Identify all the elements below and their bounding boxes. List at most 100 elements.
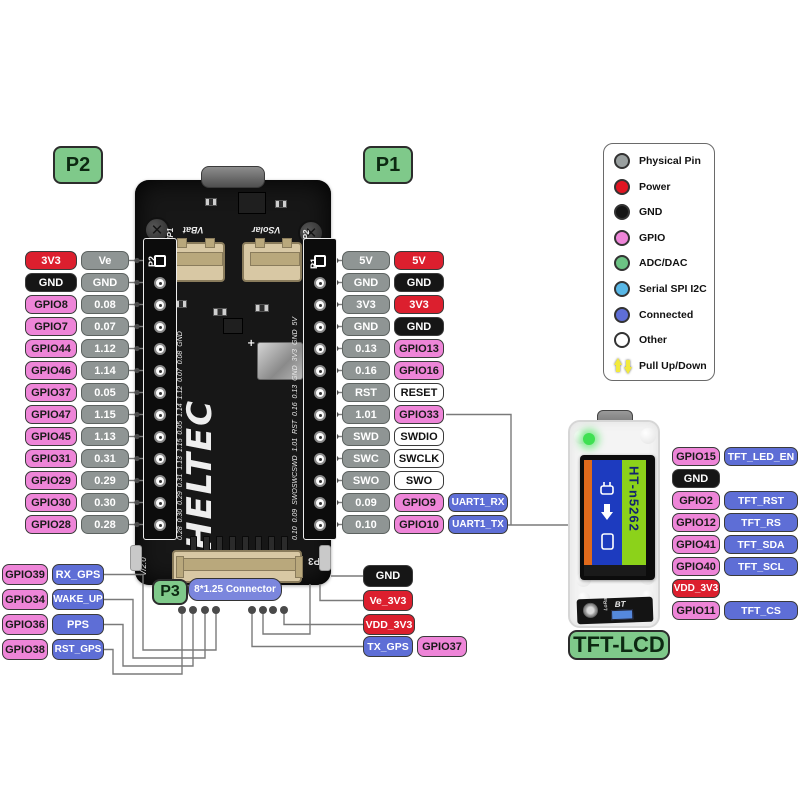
gnd-swatch bbox=[614, 204, 630, 221]
physical-pin-label: 1.14 bbox=[81, 361, 129, 380]
function-label: UART1_RX bbox=[448, 493, 508, 512]
gpio-label: GPIO40 bbox=[672, 557, 720, 576]
signal-label: RESET bbox=[394, 383, 444, 402]
screen-blue-area bbox=[592, 460, 622, 565]
signal-label: GPIO9 bbox=[394, 493, 444, 512]
signal-label: SWO bbox=[394, 471, 444, 490]
physical-pin-label: 3V3 bbox=[342, 295, 390, 314]
signal-label: GND bbox=[394, 273, 444, 292]
function-label: TFT_LED_EN bbox=[724, 447, 798, 466]
physical-pin-label: 1.13 bbox=[81, 427, 129, 446]
gnd-label: GND bbox=[363, 565, 413, 587]
function-label: TFT_CS bbox=[724, 601, 798, 620]
vdd-3v3-label: VDD_3V3 bbox=[363, 614, 415, 635]
signal-label: GPIO13 bbox=[394, 339, 444, 358]
gpio-label: GPIO2 bbox=[672, 491, 720, 510]
badge-p1: P1 bbox=[363, 146, 413, 184]
rf-shield bbox=[257, 342, 303, 380]
tx-gps-label: TX_GPS bbox=[363, 636, 413, 657]
signal-label: GND bbox=[25, 273, 77, 292]
other-swatch bbox=[614, 332, 630, 349]
edge-tab bbox=[130, 545, 142, 571]
vdd-label: VDD_3V3 bbox=[672, 579, 720, 598]
function-label: TFT_RS bbox=[724, 513, 798, 532]
legend-label: Connected bbox=[639, 308, 694, 321]
physical-pin-label: 0.16 bbox=[342, 361, 390, 380]
signal-label: GPIO29 bbox=[25, 471, 77, 490]
gnd-label: GND bbox=[672, 469, 720, 488]
gpio-label: GPIO41 bbox=[672, 535, 720, 554]
physical-pin-label: GND bbox=[342, 317, 390, 336]
serial-swatch bbox=[614, 280, 630, 297]
physical-pin-label: GND bbox=[81, 273, 129, 292]
adc-dac-swatch bbox=[614, 255, 630, 272]
physical-pin-label: GND bbox=[342, 273, 390, 292]
signal-label: GPIO16 bbox=[394, 361, 444, 380]
gpio-label: GPIO39 bbox=[2, 564, 48, 585]
gpio-label: GPIO34 bbox=[2, 589, 48, 610]
screen-icons bbox=[600, 482, 614, 550]
p3-connector bbox=[172, 550, 303, 583]
physical-pin-label: 5V bbox=[342, 251, 390, 270]
legend-item: GPIO bbox=[614, 229, 714, 246]
function-label: TFT_RST bbox=[724, 491, 798, 510]
function-label: UART1_TX bbox=[448, 515, 508, 534]
screen-green-bar: HT-n5262 bbox=[622, 460, 646, 565]
physical-pin-label: 0.13 bbox=[342, 339, 390, 358]
signal-label: GPIO46 bbox=[25, 361, 77, 380]
gpio-swatch bbox=[614, 229, 630, 246]
ve-3v3-label: Ve_3V3 bbox=[363, 590, 413, 611]
badge-p3: P3 bbox=[152, 579, 188, 605]
legend: Physical Pin Power GND GPIO ADC/DAC Seri… bbox=[603, 143, 715, 381]
signal-label: GPIO45 bbox=[25, 427, 77, 446]
pin-row: GND bbox=[672, 469, 798, 488]
physical-pin-label: SWC bbox=[342, 449, 390, 468]
signal-label: GPIO47 bbox=[25, 405, 77, 424]
signal-label: GPIO28 bbox=[25, 515, 77, 534]
physical-pin-label: 0.28 bbox=[81, 515, 129, 534]
physical-pin-label: 0.05 bbox=[81, 383, 129, 402]
screen-orange-stripe bbox=[584, 460, 592, 565]
signal-label: GPIO10 bbox=[394, 515, 444, 534]
screen-title: HT-n5262 bbox=[626, 466, 642, 532]
usb-c-port bbox=[201, 166, 265, 188]
power-swatch bbox=[614, 178, 630, 195]
signal-label: GPIO37 bbox=[25, 383, 77, 402]
legend-item: Other bbox=[614, 332, 714, 349]
badge-tft-lcd: TFT-LCD bbox=[568, 630, 670, 660]
vsolar-connector bbox=[242, 238, 302, 282]
signal-label: GPIO8 bbox=[25, 295, 77, 314]
tft-screen: HT-n5262 bbox=[580, 455, 655, 580]
legend-label: Other bbox=[639, 334, 668, 347]
function-label: PPS bbox=[52, 614, 104, 635]
gpio-label: GPIO11 bbox=[672, 601, 720, 620]
ic-chip bbox=[223, 318, 243, 334]
physical-pin-label: 1.15 bbox=[81, 405, 129, 424]
gpio-label: GPIO15 bbox=[672, 447, 720, 466]
physical-pin-label: 0.09 bbox=[342, 493, 390, 512]
ic-chip bbox=[238, 192, 266, 214]
pull-up-down-icon bbox=[614, 357, 632, 374]
pin-row: VDD_3V3 bbox=[672, 579, 798, 598]
signal-label: 3V3 bbox=[394, 295, 444, 314]
physical-pin-label: RST bbox=[342, 383, 390, 402]
